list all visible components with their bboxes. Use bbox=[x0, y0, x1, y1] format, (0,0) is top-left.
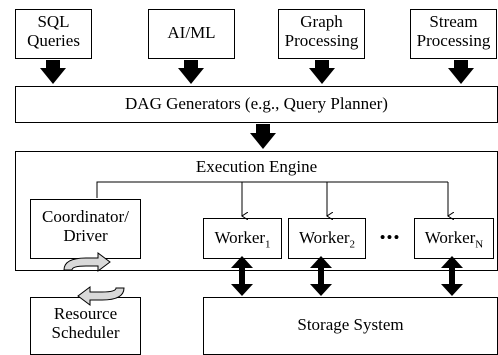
storage-system-label: Storage System bbox=[297, 315, 404, 334]
source-line1: Graph bbox=[300, 12, 343, 31]
block-arrow-graph-to-dag bbox=[309, 60, 335, 84]
dispatch-line-bus bbox=[96, 181, 448, 198]
worker-subscript: 1 bbox=[265, 238, 271, 251]
source-line1: Stream bbox=[429, 12, 478, 31]
cycle-arrows-icon bbox=[63, 252, 125, 306]
worker-box-n bbox=[414, 218, 494, 259]
worker-label-1: Worker1 bbox=[203, 228, 282, 251]
worker-name: Worker bbox=[424, 228, 476, 247]
source-label-aiml: AI/ML bbox=[148, 23, 235, 43]
coordinator-driver-label: Coordinator/ Driver bbox=[30, 207, 141, 245]
scheduler-line1: Resource bbox=[53, 304, 118, 323]
source-label-stream: Stream Processing bbox=[410, 12, 497, 50]
source-line1: SQL bbox=[37, 12, 70, 31]
dag-generators-label: DAG Generators (e.g., Query Planner) bbox=[125, 94, 388, 113]
dag-generators-box bbox=[15, 86, 498, 123]
worker-name: Worker bbox=[214, 228, 266, 247]
block-arrow-stream-to-dag bbox=[448, 60, 474, 84]
source-box-graph bbox=[278, 9, 365, 59]
source-box-sql bbox=[15, 9, 92, 59]
double-arrow-worker-1-storage bbox=[231, 256, 253, 296]
source-line2: Queries bbox=[27, 30, 80, 50]
storage-system-box bbox=[203, 297, 498, 355]
source-line1: AI/ML bbox=[167, 23, 216, 42]
worker-label-2: Worker2 bbox=[288, 228, 366, 251]
source-line2: Processing bbox=[416, 30, 491, 50]
worker-subscript: N bbox=[475, 238, 484, 251]
worker-subscript: 2 bbox=[349, 238, 356, 251]
source-line2: Processing bbox=[284, 30, 359, 50]
double-arrow-worker-2-storage bbox=[310, 256, 332, 296]
double-arrow-worker-n-storage bbox=[441, 256, 463, 296]
execution-engine-title: Execution Engine bbox=[195, 157, 318, 176]
workers-ellipsis: ••• bbox=[379, 228, 401, 247]
source-label-graph: Graph Processing bbox=[278, 12, 365, 50]
coordinator-line2: Driver bbox=[63, 225, 108, 245]
source-box-stream bbox=[410, 9, 497, 59]
source-label-sql: SQL Queries bbox=[15, 12, 92, 50]
block-arrow-sql-to-dag bbox=[40, 60, 66, 84]
block-arrow-dag-to-engine bbox=[250, 124, 276, 149]
scheduler-line2: Scheduler bbox=[51, 322, 120, 342]
coordinator-line1: Coordinator/ bbox=[42, 207, 129, 226]
resource-scheduler-label: Resource Scheduler bbox=[30, 304, 141, 342]
worker-label-n: WorkerN bbox=[414, 228, 494, 251]
worker-name: Worker bbox=[298, 228, 350, 247]
source-box-aiml bbox=[148, 9, 235, 59]
worker-box-1 bbox=[203, 218, 282, 259]
block-arrow-aiml-to-dag bbox=[178, 60, 204, 84]
